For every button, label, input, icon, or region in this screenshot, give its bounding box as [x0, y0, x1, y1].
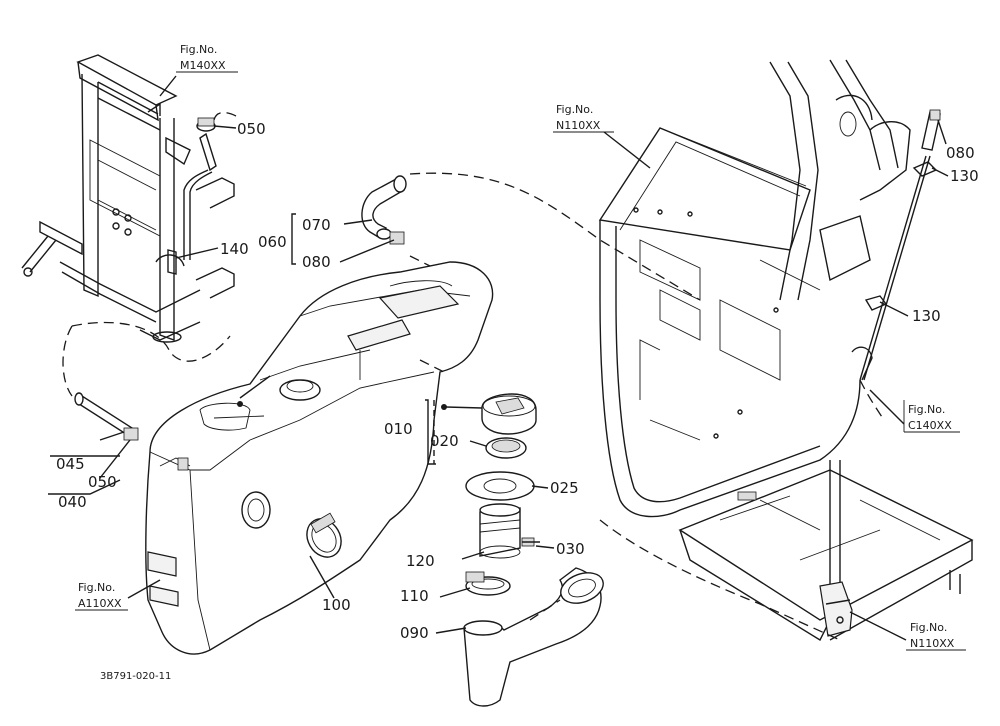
- fig-ref-m140: Fig.No. M140XX: [180, 43, 226, 72]
- part-label-120: 120: [406, 552, 435, 570]
- floor-plate-drawing: [678, 460, 974, 641]
- svg-text:M140XX: M140XX: [180, 59, 226, 72]
- filler-hose-drawing: [463, 567, 604, 707]
- hose-clamp-100-drawing: [306, 512, 342, 558]
- svg-text:Fig.No.: Fig.No.: [180, 43, 217, 56]
- fig-ref-c140: Fig.No. C140XX: [908, 403, 952, 432]
- filler-neck-drawing: [479, 503, 540, 559]
- part-label-080-right: 080: [946, 144, 975, 162]
- svg-text:A110XX: A110XX: [78, 597, 122, 610]
- part-label-050-left: 050: [88, 473, 117, 491]
- part-label-050-top: 050: [237, 120, 266, 138]
- part-label-020: 020: [430, 432, 459, 450]
- fig-ref-n110-bottom: Fig.No. N110XX: [910, 621, 955, 650]
- svg-text:N110XX: N110XX: [910, 637, 955, 650]
- fig-ref-n110-top: Fig.No. N110XX: [556, 103, 601, 132]
- svg-text:N110XX: N110XX: [556, 119, 601, 132]
- svg-text:Fig.No.: Fig.No.: [556, 103, 593, 116]
- fig-ref-a110: Fig.No. A110XX: [78, 581, 122, 610]
- label-leaders: [48, 71, 966, 651]
- part-label-045: 045: [56, 455, 85, 473]
- svg-text:Fig.No.: Fig.No.: [908, 403, 945, 416]
- part-label-080-left: 080: [302, 253, 331, 271]
- drawing-code: 3B791-020-11: [100, 671, 171, 682]
- part-label-060: 060: [258, 233, 287, 251]
- part-label-110: 110: [400, 587, 429, 605]
- part-label-070: 070: [302, 216, 331, 234]
- part-label-040: 040: [58, 493, 87, 511]
- fuel-tank-drawing: [145, 261, 494, 655]
- part-label-130-mid: 130: [912, 307, 941, 325]
- part-label-140: 140: [220, 240, 249, 258]
- svg-text:Fig.No.: Fig.No.: [910, 621, 947, 634]
- gasket-drawing: [465, 471, 535, 501]
- part-label-030: 030: [556, 540, 585, 558]
- part-label-090: 090: [400, 624, 429, 642]
- cab-frame-drawing: [598, 59, 941, 518]
- part-label-010: 010: [384, 420, 413, 438]
- rops-frame-drawing: [21, 54, 235, 343]
- filter-ring-drawing: [485, 437, 527, 459]
- return-pipe-drawing: [74, 392, 139, 441]
- hose-clamp-110-drawing: [465, 571, 511, 596]
- part-label-100: 100: [322, 596, 351, 614]
- part-label-130-top: 130: [950, 167, 979, 185]
- svg-text:Fig.No.: Fig.No.: [78, 581, 115, 594]
- fuel-cap-drawing: [441, 393, 537, 435]
- breather-hose-drawing: [361, 175, 407, 245]
- part-label-025: 025: [550, 479, 579, 497]
- svg-text:C140XX: C140XX: [908, 419, 952, 432]
- connection-dashed-lines: [62, 111, 885, 641]
